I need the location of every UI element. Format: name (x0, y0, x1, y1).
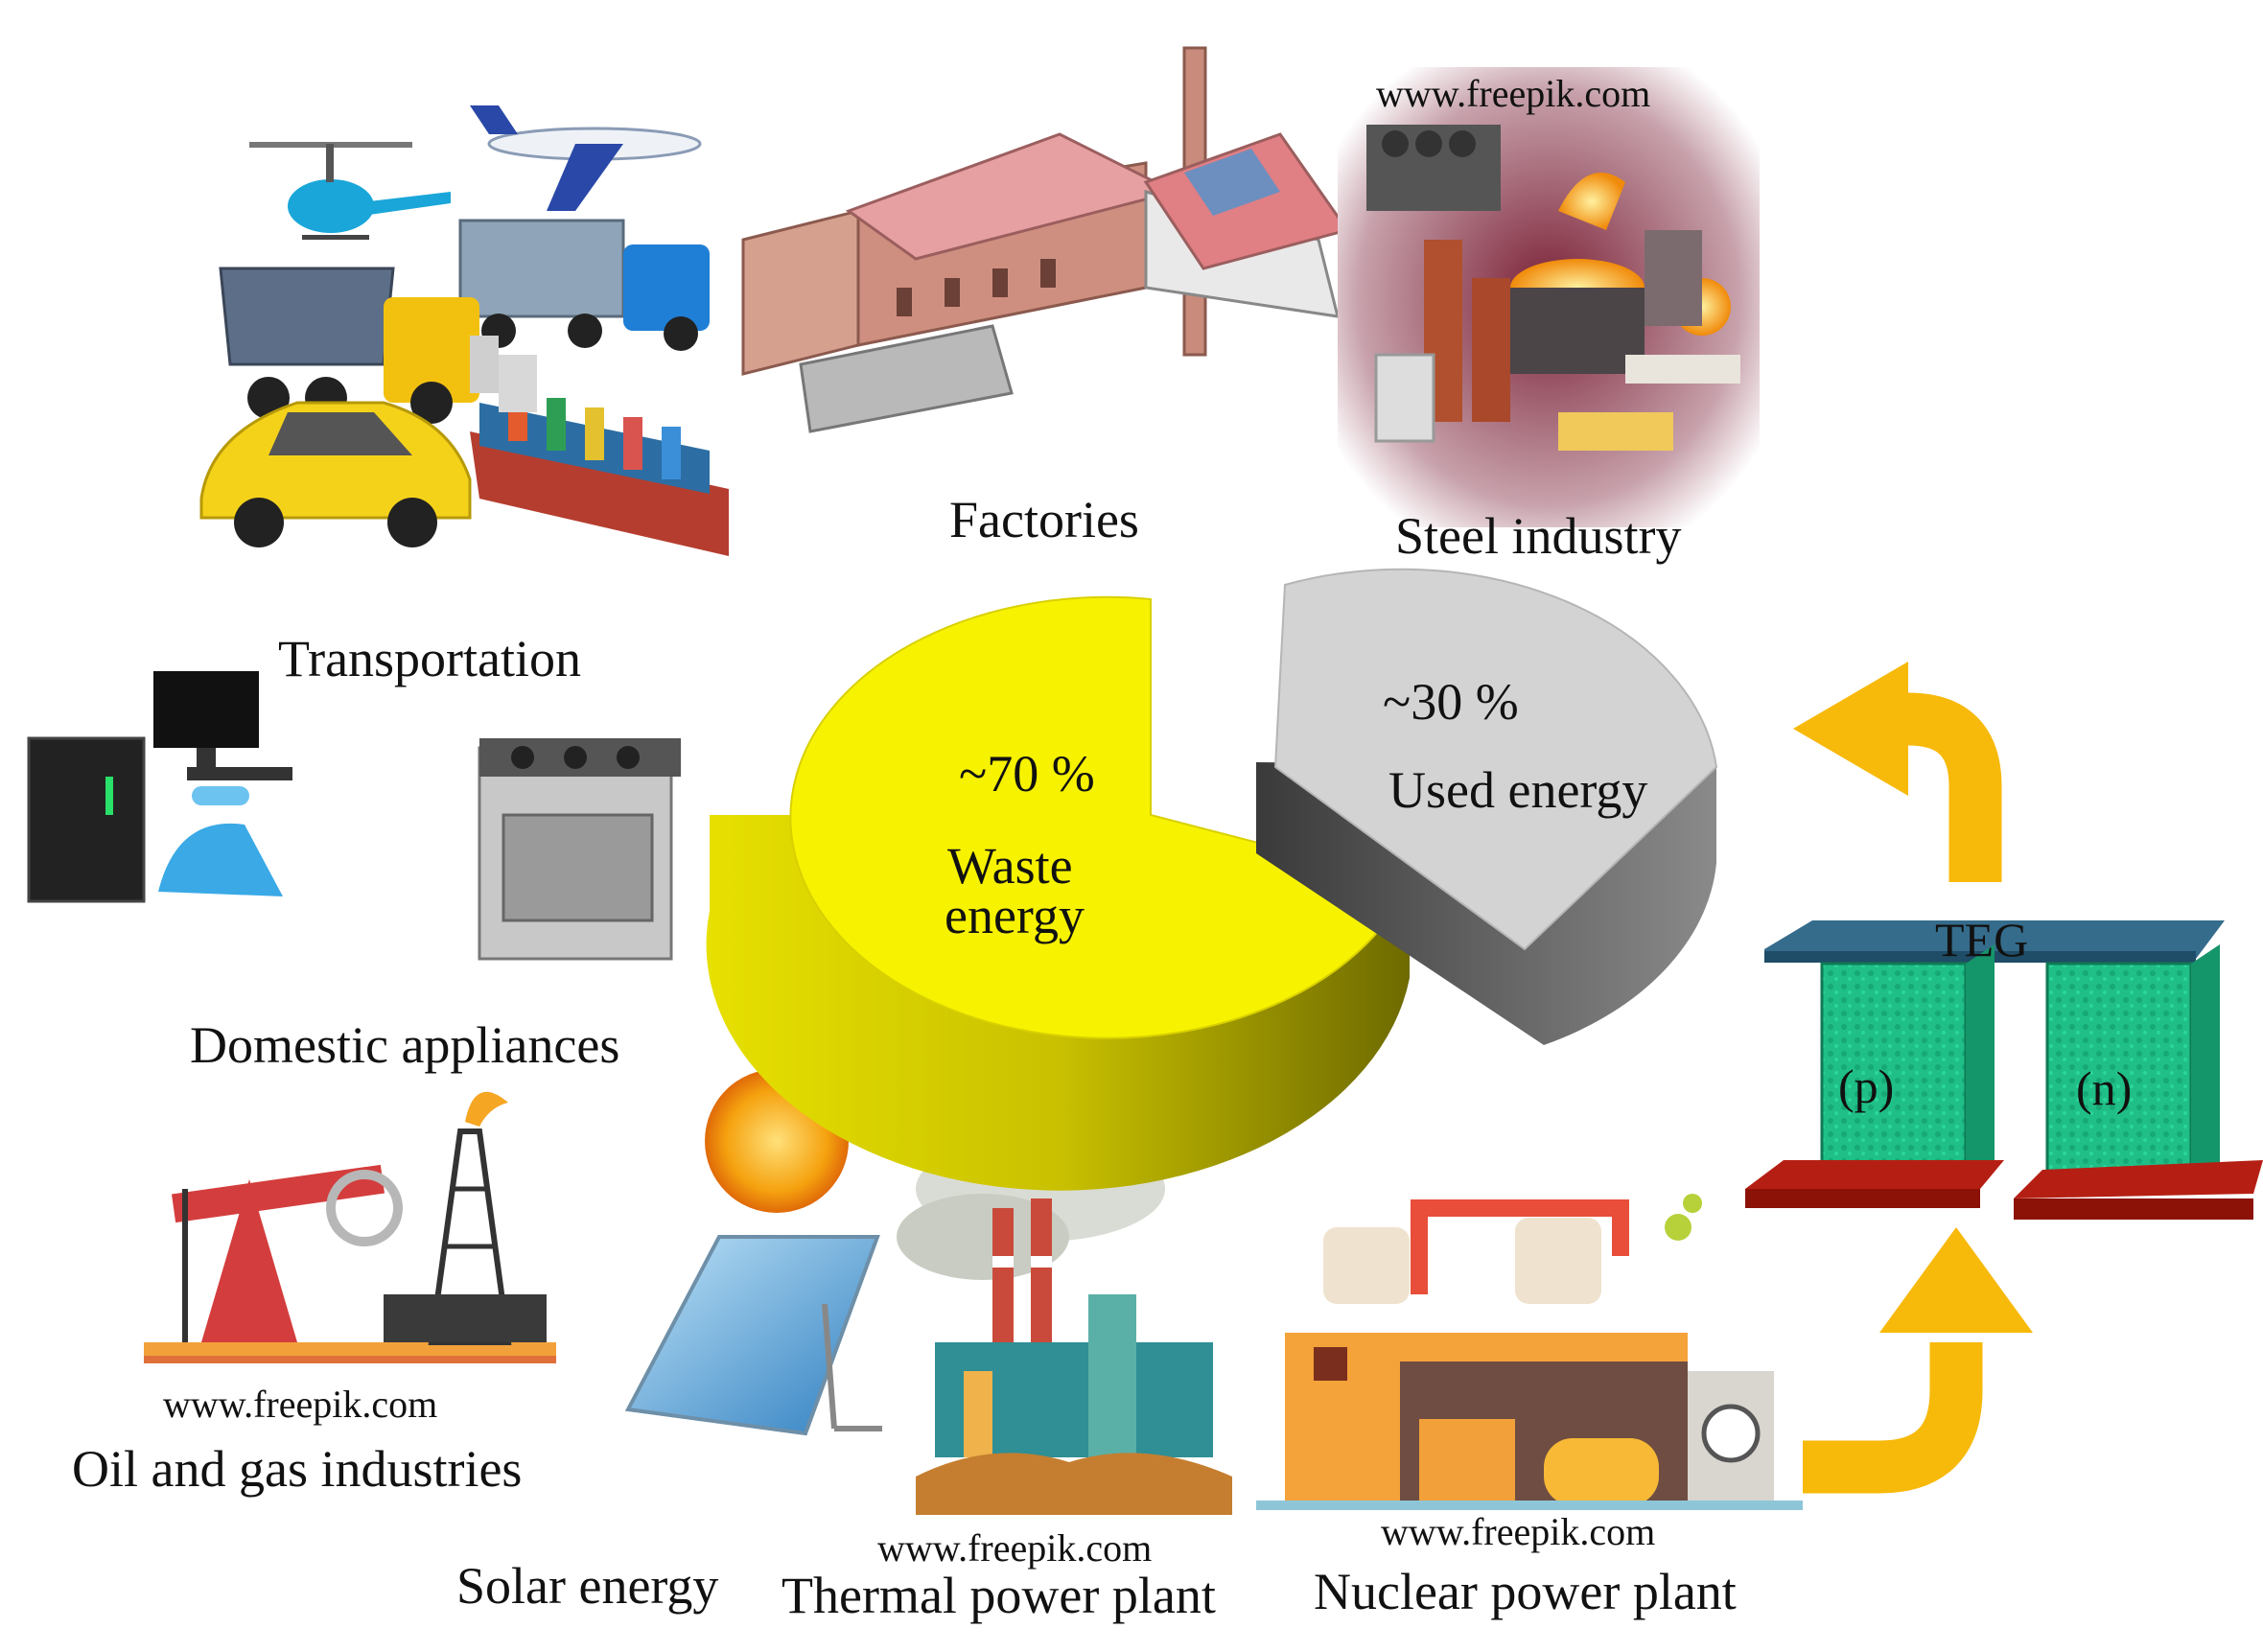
solar-panel-icon (624, 1235, 880, 1436)
factory-illustration (741, 46, 1350, 433)
dump-truck-icon (219, 267, 499, 424)
teg-title: TEG (1935, 913, 2029, 966)
iron-icon (158, 786, 283, 896)
teg-base-right (2014, 1160, 2263, 1220)
steel-illustration (1338, 67, 1760, 527)
pie-slice-used (1256, 568, 1718, 1045)
label-transportation: Transportation (278, 630, 582, 687)
pie-slice-waste (706, 595, 1411, 1191)
steel-watermark: www.freepik.com (1376, 72, 1651, 115)
thermal-illustration (897, 1136, 1232, 1515)
teg-p-leg (1820, 944, 1995, 1191)
helicopter-icon (249, 142, 451, 240)
label-factories: Factories (949, 491, 1139, 548)
pc-tower-icon (27, 736, 146, 903)
monitor-icon (153, 671, 292, 780)
label-steel-industry: Steel industry (1395, 507, 1682, 565)
airplane-icon (470, 105, 702, 211)
arrow-up-left-icon (1793, 662, 2002, 882)
teg-n-leg (2045, 944, 2220, 1191)
oil-watermark: www.freepik.com (163, 1383, 438, 1426)
label-solar: Solar energy (456, 1557, 719, 1615)
label-oil-gas: Oil and gas industries (72, 1440, 523, 1498)
thermal-watermark: www.freepik.com (877, 1526, 1153, 1570)
label-domestic-appliances: Domestic appliances (190, 1016, 620, 1074)
used-label: Used energy (1388, 761, 1648, 819)
nuclear-illustration (1256, 1194, 1803, 1510)
waste-label-line2: energy (945, 887, 1085, 944)
cargo-ship-icon (470, 355, 729, 556)
teg-module (1745, 920, 2263, 1220)
pumpjack-icon (171, 1164, 403, 1342)
waste-label-line1: Waste (947, 837, 1073, 895)
label-thermal: Thermal power plant (782, 1567, 1216, 1624)
derrick-icon (384, 1091, 547, 1345)
transportation-illustration (199, 105, 729, 556)
oil-gas-illustration (144, 1091, 556, 1363)
appliances-illustration (27, 671, 681, 961)
taxi-icon (199, 401, 472, 547)
stove-icon (478, 738, 681, 961)
nuclear-plant-icon (1256, 1194, 1803, 1510)
nuclear-watermark: www.freepik.com (1381, 1510, 1656, 1553)
teg-base-left (1745, 1160, 2004, 1208)
used-percent: ~30 % (1383, 673, 1519, 731)
label-nuclear: Nuclear power plant (1314, 1563, 1737, 1620)
blue-truck-icon (458, 219, 710, 351)
teg-n-label: (n) (2076, 1061, 2133, 1115)
teg-p-label: (p) (1838, 1059, 1895, 1113)
energy-pie (706, 568, 1718, 1191)
arrow-up-right-icon (1803, 1227, 2033, 1494)
waste-percent: ~70 % (959, 745, 1095, 803)
